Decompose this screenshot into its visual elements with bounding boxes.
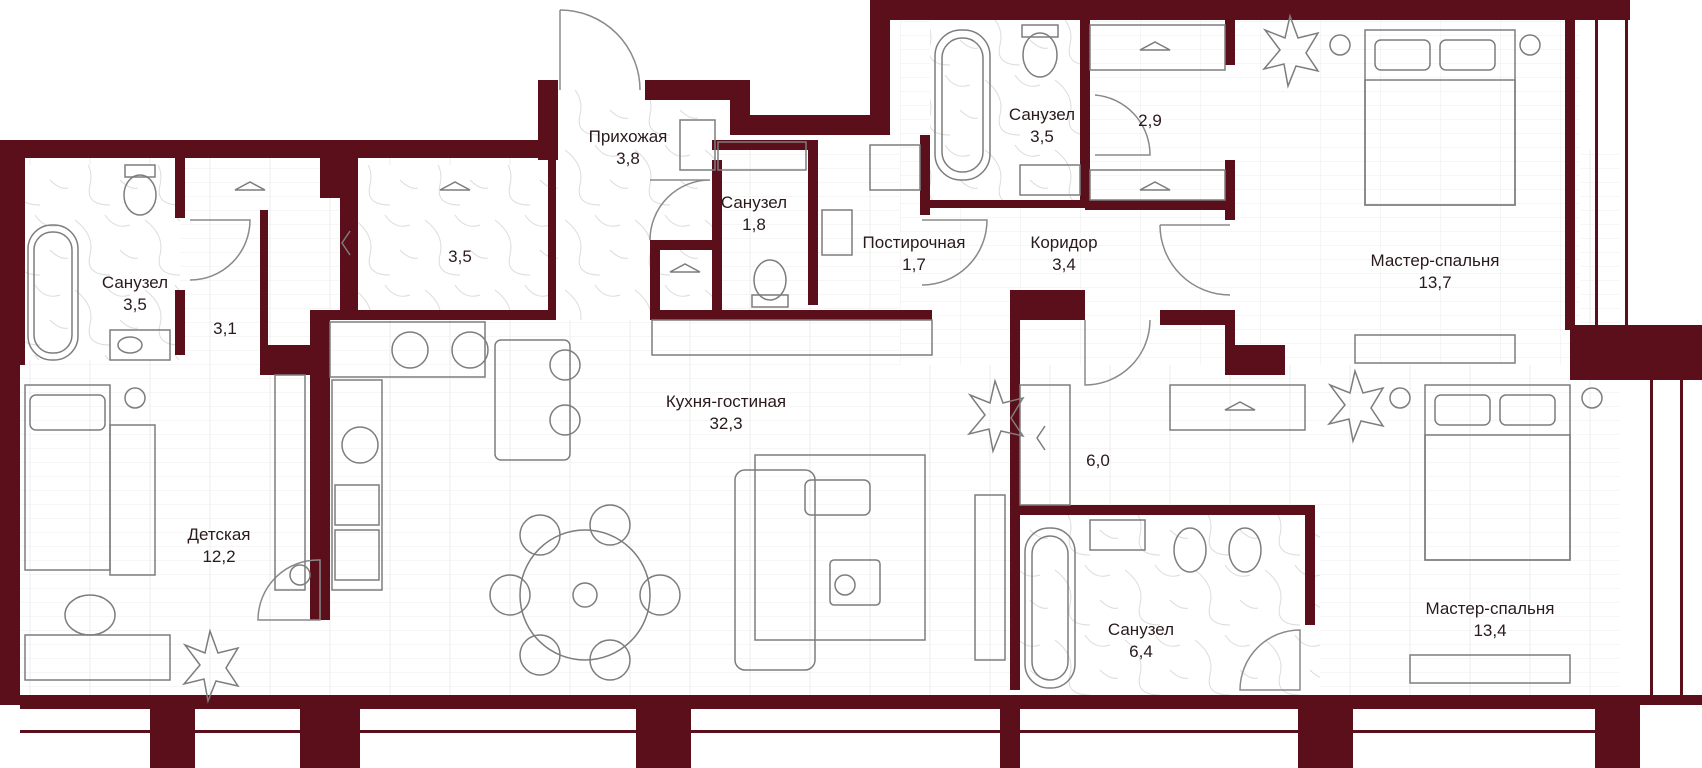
- fixtures: [24, 24, 1603, 689]
- doors: [189, 9, 1301, 691]
- room-label-kids: Детская 12,2: [188, 524, 251, 568]
- room-label-bath-top: Санузел 3,5: [1009, 104, 1075, 148]
- room-name: Прихожая: [588, 127, 668, 146]
- room-area: 3,8: [616, 149, 640, 168]
- room-area: 32,3: [709, 414, 743, 433]
- room-label-bath-big: Санузел 6,4: [1108, 619, 1174, 663]
- room-label-corridor: Коридор 3,4: [1030, 232, 1097, 276]
- room-area: 1,7: [902, 255, 926, 274]
- room-area: 3,5: [123, 295, 147, 314]
- room-label-bath-left: Санузел 3,5: [102, 272, 168, 316]
- room-area: 1,8: [742, 215, 766, 234]
- room-label-wardrobe: 6,0: [1086, 450, 1110, 472]
- room-area: 2,9: [1138, 111, 1162, 130]
- room-area: 13,4: [1473, 621, 1507, 640]
- room-name: Санузел: [1008, 105, 1076, 124]
- room-label-storage: 3,5: [448, 246, 472, 268]
- room-label-entry: Прихожая 3,8: [589, 126, 668, 170]
- room-label-master2: Мастер-спальня 13,4: [1425, 598, 1554, 642]
- room-label-wc-small: Санузел 1,8: [721, 192, 787, 236]
- room-area: 3,5: [1030, 127, 1054, 146]
- room-name: Санузел: [1107, 620, 1175, 639]
- room-name: Санузел: [101, 273, 169, 292]
- room-name: Мастер-спальня: [1425, 599, 1555, 618]
- room-area: 6,0: [1086, 451, 1110, 470]
- room-area: 3,1: [213, 319, 237, 338]
- room-name: Детская: [187, 525, 251, 544]
- room-name: Коридор: [1030, 233, 1098, 252]
- floor-areas: [20, 15, 1620, 695]
- room-area: 3,4: [1052, 255, 1076, 274]
- room-label-closet-top: 2,9: [1138, 110, 1162, 132]
- room-area: 6,4: [1129, 642, 1153, 661]
- room-label-laundry: Постирочная 1,7: [863, 232, 966, 276]
- room-area: 3,5: [448, 247, 472, 266]
- room-name: Кухня-гостиная: [665, 392, 787, 411]
- room-area: 13,7: [1418, 273, 1452, 292]
- room-area: 12,2: [202, 547, 236, 566]
- room-name: Мастер-спальня: [1370, 251, 1500, 270]
- room-name: Постирочная: [862, 233, 966, 252]
- room-name: Санузел: [720, 193, 788, 212]
- plant-icons: [181, 13, 1385, 704]
- room-label-closet-left: 3,1: [213, 318, 237, 340]
- room-label-master1: Мастер-спальня 13,7: [1370, 250, 1499, 294]
- room-label-living: Кухня-гостиная 32,3: [666, 391, 786, 435]
